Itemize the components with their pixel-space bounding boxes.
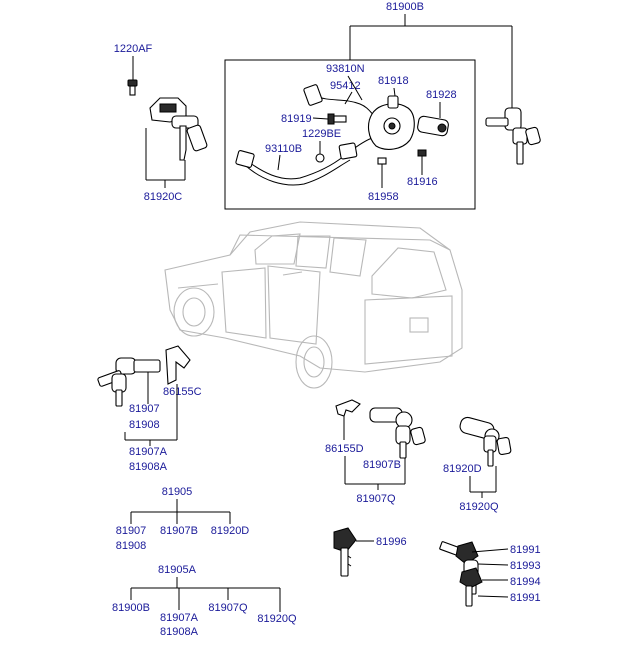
tree-81905a-child: 81907A	[160, 612, 199, 624]
tree-81905-child: 81907B	[160, 525, 198, 537]
bolt-icon	[377, 157, 387, 172]
label-81928: 81928	[426, 89, 457, 101]
label-81996: 81996	[376, 536, 407, 548]
label-81908a: 81908A	[129, 461, 168, 473]
kit-tree-81905: 81905 81907 81908 81907B 81920D	[116, 486, 250, 552]
vehicle-outline	[164, 221, 463, 389]
tree-81905-child: 81920D	[211, 525, 250, 537]
label-95412: 95412	[330, 80, 361, 92]
key-set-81991: 81991 81993 81994 81991	[439, 541, 541, 607]
kit-tree-81905a: 81905A 81900B 81907A 81908A 81907Q 81920…	[112, 564, 297, 638]
label-81905: 81905	[162, 486, 193, 498]
label-93810n: 93810N	[326, 63, 365, 75]
label-81991: 81991	[510, 592, 541, 604]
key-cylinder-icon	[417, 115, 449, 137]
clip-icon	[315, 153, 325, 163]
lock-cylinder-icon	[369, 407, 426, 459]
label-81900b: 81900B	[386, 1, 424, 13]
ignition-lock-81920c: 1220AF 81920C	[114, 43, 208, 203]
tree-81905a-child: 81900B	[112, 602, 150, 614]
key-81996: 81996	[333, 527, 407, 577]
screw-icon	[327, 113, 347, 125]
label-81920c: 81920C	[144, 191, 183, 203]
tailgate-lock-icon	[459, 416, 512, 467]
tailgate-lock-81920q: 81920D 81920Q	[443, 416, 512, 513]
label-93110b: 93110B	[265, 143, 302, 155]
key-blank-icon	[439, 541, 483, 607]
label-86155d: 86155D	[325, 443, 364, 455]
label-81905a: 81905A	[158, 564, 197, 576]
label-86155c: 86155C	[163, 386, 202, 398]
tree-81905a-child: 81908A	[160, 626, 199, 638]
label-81958: 81958	[368, 191, 399, 203]
ignition-switch-parts: 93810N 95412 81918 81928 81919 1229BE 93…	[235, 63, 457, 203]
label-81907: 81907	[129, 403, 160, 415]
label-1229be: 1229BE	[302, 128, 341, 140]
label-81920d: 81920D	[443, 463, 482, 475]
ignition-assembly-box	[224, 59, 476, 210]
label-81916: 81916	[407, 176, 438, 188]
label-81991: 81991	[510, 544, 541, 556]
tree-81905a-child: 81907Q	[208, 602, 248, 614]
door-lock-81907a: 81907 81908 86155C 81907A 81908A	[97, 345, 202, 473]
wiring-harness-icon	[235, 84, 379, 186]
tree-81905a-child: 81920Q	[257, 613, 297, 625]
lock-assembly-81907q: 86155D 81907B 81907Q	[325, 399, 426, 505]
bolt-icon	[127, 79, 138, 96]
retainer-clip-icon	[335, 399, 361, 417]
retainer-clip-icon	[165, 345, 191, 385]
label-81919: 81919	[281, 113, 312, 125]
label-81907b: 81907B	[363, 459, 401, 471]
label-81994: 81994	[510, 576, 541, 588]
label-81993: 81993	[510, 560, 541, 572]
ignition-switch-icon	[367, 95, 415, 150]
label-81918: 81918	[378, 75, 409, 87]
label-1220af: 1220AF	[114, 43, 153, 55]
label-81907q: 81907Q	[356, 493, 396, 505]
pin-icon	[417, 149, 427, 166]
label-81907a: 81907A	[129, 446, 168, 458]
key-set-81900b-icon	[485, 107, 541, 165]
label-81920q: 81920Q	[459, 501, 499, 513]
assembly-81900b-callout: 81900B	[349, 1, 513, 108]
door-lock-cylinder-icon	[97, 357, 161, 407]
label-81908: 81908	[129, 419, 160, 431]
key-icon	[333, 527, 357, 577]
lock-body-icon	[149, 97, 208, 161]
tree-81905-child: 81907	[116, 525, 147, 537]
tree-81905-child: 81908	[116, 540, 147, 552]
